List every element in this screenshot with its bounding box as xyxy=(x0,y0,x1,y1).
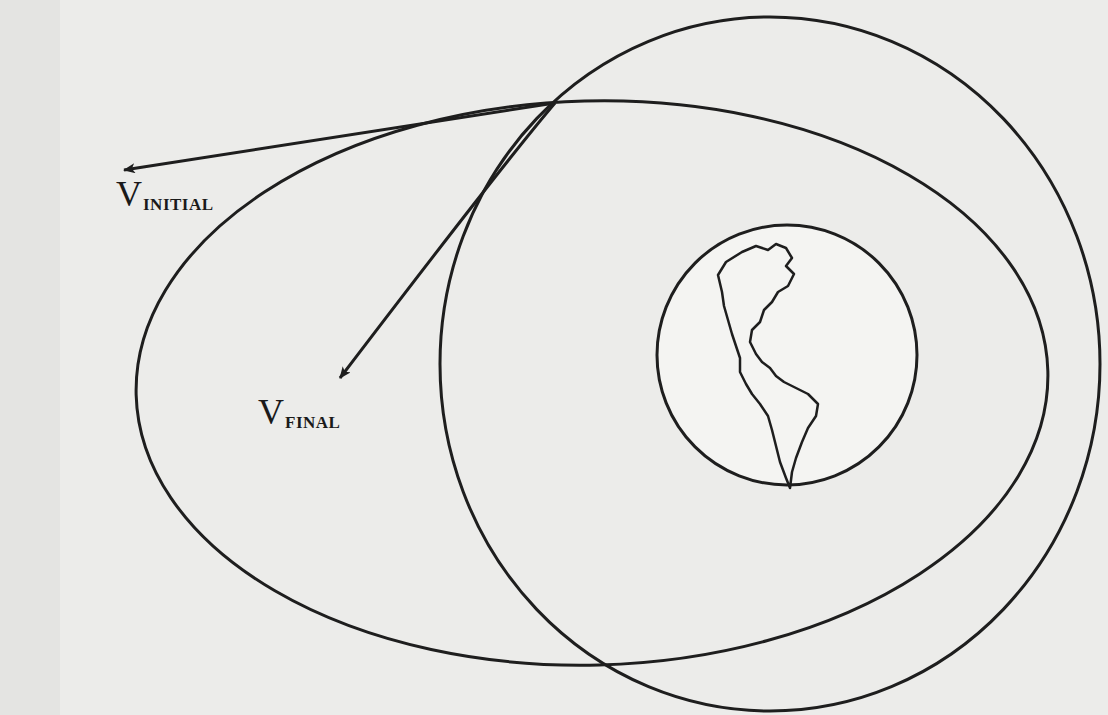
velocity-symbol: V xyxy=(116,176,142,212)
elliptical-orbit xyxy=(129,89,1055,677)
final-velocity-arrow xyxy=(340,103,555,378)
velocity-subscript: FINAL xyxy=(285,414,340,431)
initial-velocity-arrow xyxy=(124,103,555,170)
americas-outline xyxy=(718,244,818,488)
velocity-symbol: V xyxy=(258,394,284,430)
velocity-subscript: INITIAL xyxy=(143,196,214,213)
ground-shade xyxy=(0,0,60,715)
